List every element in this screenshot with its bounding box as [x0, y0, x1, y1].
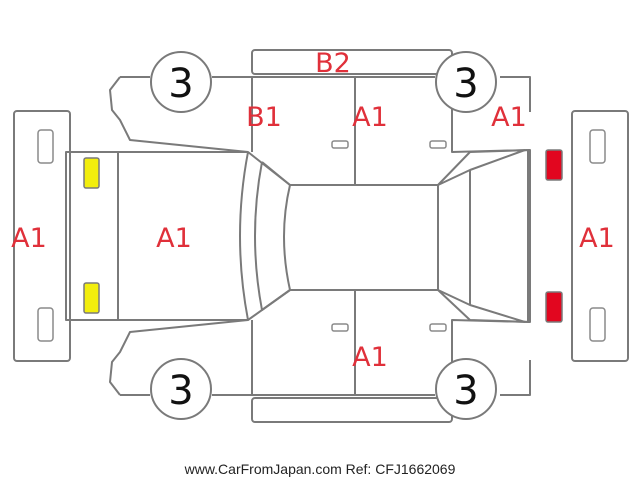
damage-label-front-left-fender: B1: [246, 102, 282, 133]
damage-label-left-rear-quarter: A1: [491, 102, 527, 133]
right-side-sill: [251, 397, 453, 423]
damage-labels: A1 A1 B1 B2 A1 A1 A1 A1: [11, 48, 615, 373]
rear-bumper: [571, 110, 629, 362]
damage-label-front-bumper: A1: [11, 223, 47, 254]
wheel-rating: 3: [168, 368, 193, 414]
wheel-rating: 3: [168, 61, 193, 107]
wheel-front-left: 3: [150, 51, 212, 113]
footer-credit: www.CarFromJapan.com Ref: CFJ1662069: [184, 461, 456, 477]
wheel-rear-right: 3: [435, 358, 497, 420]
car-body-top: [65, 149, 531, 323]
yellow-marker: [83, 282, 100, 314]
red-marker: [545, 291, 563, 323]
damage-label-left-rear-door: A1: [352, 102, 388, 133]
taillights: [545, 149, 563, 323]
headlights: [83, 157, 100, 314]
red-marker: [545, 149, 563, 181]
right-side-panels: [109, 290, 531, 423]
damage-label-hood: A1: [156, 223, 192, 254]
yellow-marker: [83, 157, 100, 189]
damage-label-left-sill: B2: [315, 48, 351, 79]
left-side-sill: [251, 49, 453, 75]
damage-label-right-rear-door: A1: [352, 342, 388, 373]
wheel-rear-left: 3: [435, 51, 497, 113]
wheel-rating: 3: [453, 368, 478, 414]
wheel-front-right: 3: [150, 358, 212, 420]
front-bumper: [13, 110, 71, 362]
damage-label-rear-bumper: A1: [579, 223, 615, 254]
wheel-rating: 3: [453, 61, 478, 107]
